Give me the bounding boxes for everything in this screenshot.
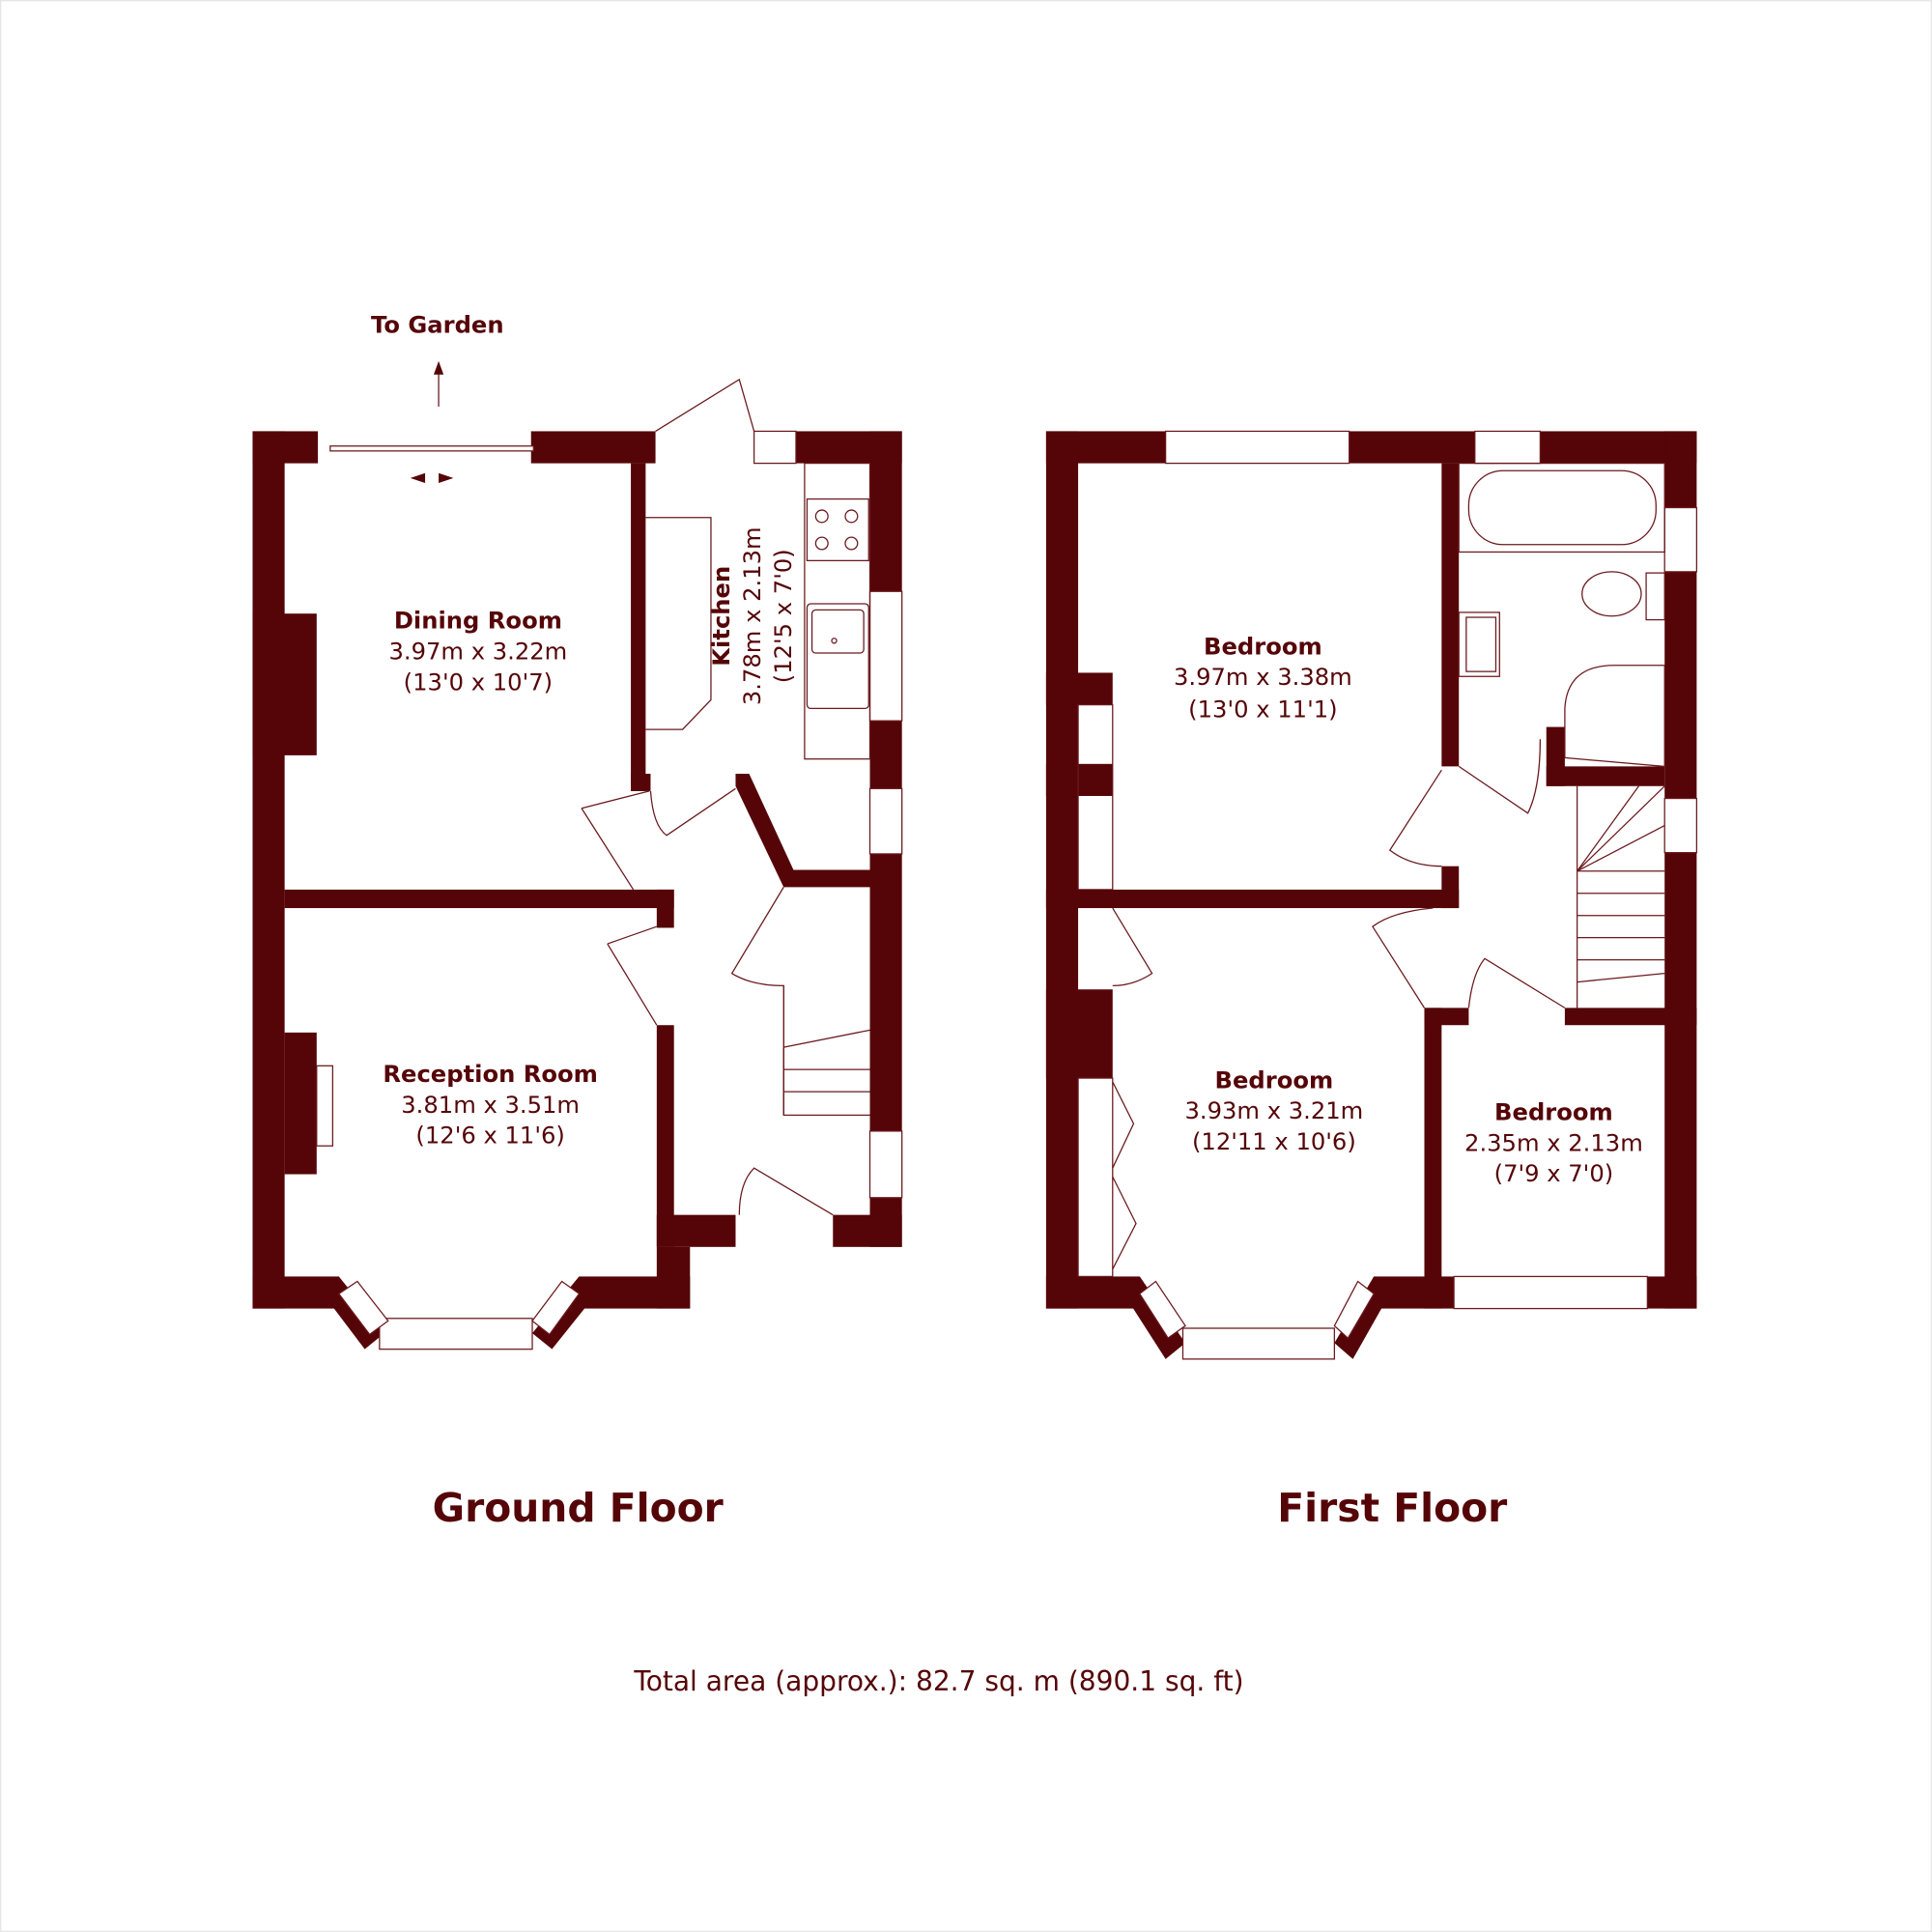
front-door-swing	[738, 1167, 834, 1216]
window	[1164, 430, 1350, 465]
wardrobe-doors	[1112, 1081, 1137, 1270]
room-metric: 3.93m x 3.21m	[1184, 1097, 1363, 1124]
total-area: Total area (approx.): 82.7 sq. m (890.1 …	[633, 1665, 1243, 1697]
basin-icon	[1458, 611, 1500, 677]
room-name: Dining Room	[394, 608, 562, 635]
ground-fixtures	[581, 378, 871, 1216]
door-swing	[1458, 739, 1542, 814]
door-swing	[1388, 769, 1442, 867]
door-swing	[607, 925, 658, 1026]
room-imperial: (12'5 x 7'0)	[770, 549, 797, 683]
room-bedroom-3: Bedroom 2.35m x 2.13m (7'9 x 7'0)	[1464, 1098, 1643, 1187]
room-imperial: (13'0 x 11'1)	[1188, 696, 1337, 723]
first-walls	[1045, 430, 1698, 1360]
room-name: Kitchen	[708, 566, 735, 667]
door-swing	[649, 787, 736, 837]
room-reception: Reception Room 3.81m x 3.51m (12'6 x 11'…	[383, 1061, 598, 1150]
room-metric: 3.78m x 2.13m	[739, 526, 766, 705]
door-swing	[1372, 907, 1434, 1009]
first-fixtures	[1077, 462, 1665, 1278]
bathtub-icon	[1467, 469, 1657, 546]
worktop	[804, 462, 871, 760]
ground-floor-title: Ground Floor	[433, 1485, 724, 1531]
window	[868, 787, 903, 855]
window	[1663, 797, 1698, 854]
kitchen-counter	[645, 517, 712, 730]
sink-icon	[806, 603, 869, 710]
room-imperial: (12'6 x 11'6)	[415, 1122, 564, 1150]
to-garden-label: To Garden	[371, 311, 504, 338]
first-floor-title: First Floor	[1277, 1485, 1507, 1531]
room-imperial: (12'11 x 10'6)	[1192, 1128, 1356, 1155]
staircase	[1577, 785, 1665, 1009]
room-bedroom-1: Bedroom 3.97m x 3.38m (13'0 x 11'1)	[1174, 633, 1352, 723]
window	[868, 590, 903, 722]
staircase	[782, 984, 870, 1116]
room-imperial: (13'0 x 10'7)	[404, 668, 553, 696]
room-metric: 3.81m x 3.51m	[401, 1092, 580, 1119]
bath-area	[1458, 462, 1665, 554]
chimney-breast	[284, 1032, 317, 1175]
room-bedroom-2: Bedroom 3.93m x 3.21m (12'11 x 10'6)	[1184, 1066, 1363, 1155]
room-dining: Dining Room 3.97m x 3.22m (13'0 x 10'7)	[389, 608, 568, 696]
room-name: Bedroom	[1494, 1098, 1613, 1125]
window	[868, 1130, 903, 1199]
chimney-breast	[252, 613, 317, 755]
bay-window	[1181, 1327, 1336, 1360]
room-metric: 3.97m x 3.22m	[389, 638, 568, 665]
ground-walls	[252, 430, 903, 1350]
hob-icon	[806, 497, 869, 561]
window	[1474, 430, 1542, 465]
door-swing	[1467, 957, 1566, 1009]
door-swing	[655, 378, 755, 432]
room-metric: 2.35m x 2.13m	[1464, 1129, 1643, 1156]
sliding-arrows-icon	[410, 472, 454, 483]
door-swing	[581, 790, 650, 891]
room-imperial: (7'9 x 7'0)	[1494, 1160, 1614, 1187]
room-name: Bedroom	[1204, 633, 1322, 660]
first-floor-plan: Bedroom 3.97m x 3.38m (13'0 x 11'1) Bedr…	[1045, 430, 1698, 1531]
window	[1453, 1275, 1648, 1310]
wardrobe-door	[1112, 907, 1153, 987]
arrow-up-icon	[433, 360, 444, 407]
shower-icon	[1564, 665, 1665, 768]
sliding-door	[329, 445, 534, 452]
room-metric: 3.97m x 3.38m	[1174, 664, 1352, 691]
window	[1663, 506, 1698, 573]
door-swing	[730, 887, 784, 987]
bay-window	[379, 1318, 533, 1350]
room-name: Bedroom	[1215, 1066, 1334, 1094]
ground-floor-plan: To Garden	[252, 311, 903, 1531]
window	[753, 430, 797, 465]
toilet-icon	[1581, 571, 1665, 621]
room-name: Reception Room	[383, 1061, 598, 1088]
room-kitchen: Kitchen 3.78m x 2.13m (12'5 x 7'0)	[708, 526, 797, 705]
